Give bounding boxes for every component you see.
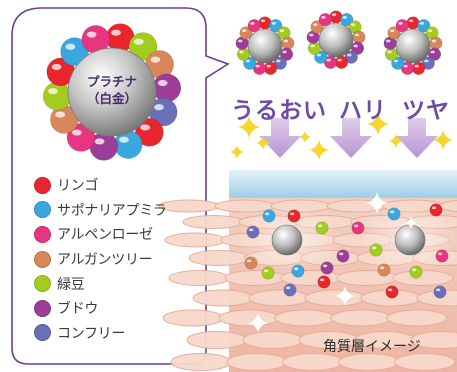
skin-ingredient-bead [385,285,399,299]
legend-label: サポナリアプミラ [57,202,167,219]
skin-ingredient-bead [244,256,258,270]
legend: リンゴ サポナリアプミラ アルペンローゼ アルガンツリー 緑豆 ブドウ コンフリ… [34,173,167,345]
legend-item: アルガンツリー [34,247,167,272]
skin-ingredient-bead [315,221,329,235]
comfrey-dot-icon [34,324,51,342]
skin-ingredient-bead [409,265,423,279]
ingredient-bead [352,30,366,44]
apple-dot-icon [34,176,51,194]
legend-item: ブドウ [34,296,167,321]
sparkle-icon [366,192,388,214]
skin-ingredient-bead [317,275,331,289]
ingredient-bead [307,41,322,55]
legend-item: サポナリアプミラ [34,198,167,223]
legend-label: アルペンローゼ [57,227,153,244]
grape-dot-icon [34,299,51,317]
mung-bean-dot-icon [34,275,51,293]
skin-ingredient-bead [336,249,350,263]
sparkle-icon [389,134,403,148]
platinum-particle [271,224,303,256]
legend-label: ブドウ [57,301,99,318]
benefit-shine: ツヤ [402,98,450,124]
legend-label: コンフリー [57,325,126,342]
platinum-core [67,47,157,137]
legend-item: リンゴ [34,173,167,198]
ingredient-bead [384,47,399,61]
ingredient-bead [281,36,295,50]
sparkle-icon [309,140,329,160]
skin-ingredient-bead [320,261,334,275]
platinum-molecule [42,23,182,161]
benefit-moisture: うるおい [231,98,327,124]
skin-ingredients [244,203,449,299]
arrow-down-icon [396,118,438,158]
small-molecule [235,16,295,75]
benefit-firmness: ハリ [339,98,387,124]
argan-dot-icon [34,250,51,268]
skin-ingredient-bead [369,243,383,257]
sparkle-icon [335,286,355,306]
skin-ingredient-bead [377,263,391,277]
center-label-line1: プラチナ [87,74,137,89]
small-molecule [306,10,366,69]
sparkle-icon [230,145,244,159]
ingredient-bead [236,47,251,61]
skin-ingredient-bead [387,207,401,221]
saponaria-dot-icon [34,201,51,219]
sparkle-icon [405,217,417,229]
skin-ingredient-bead [246,225,260,239]
legend-label: リンゴ [57,178,99,195]
skin-ingredient-bead [435,249,449,263]
sparkle-icon [367,113,389,135]
sparkle-icon [299,131,311,143]
legend-item: 緑豆 [34,271,167,296]
sparkle-icon [433,130,453,150]
skin-ingredient-bead [433,285,447,299]
arrow-down-icon [330,118,372,158]
skin-illustration [158,170,457,372]
legend-label: アルガンツリー [57,252,153,269]
center-label-line2: （白金） [87,91,137,106]
sparkles [230,113,453,333]
skin-ingredient-bead [283,283,297,297]
legend-item: コンフリー [34,321,167,346]
benefits: うるおい ハリ ツヤ [0,91,457,124]
skin-ingredient-bead [351,221,365,235]
skin-ingredient-bead [262,209,276,223]
skin-ingredient-bead [261,266,275,280]
skin-ingredient-bead [291,264,305,278]
skin-caption: 角質層イメージ [323,339,421,355]
small-molecule [383,16,443,75]
skin-cells [158,199,457,371]
small-molecules [235,10,443,75]
arrow-down-icon [259,118,301,158]
skin-ingredient-bead [287,209,301,223]
legend-label: 緑豆 [57,276,85,293]
sparkle-icon [238,116,260,138]
ingredient-bead [429,36,443,50]
skin-ingredient-bead [429,203,443,217]
legend-item: アルペンローゼ [34,222,167,247]
arrows [259,118,438,158]
sparkle-icon [248,313,268,333]
sparkle-icon [256,136,270,150]
platinum-particle [394,224,426,256]
alpenrose-dot-icon [34,225,51,243]
